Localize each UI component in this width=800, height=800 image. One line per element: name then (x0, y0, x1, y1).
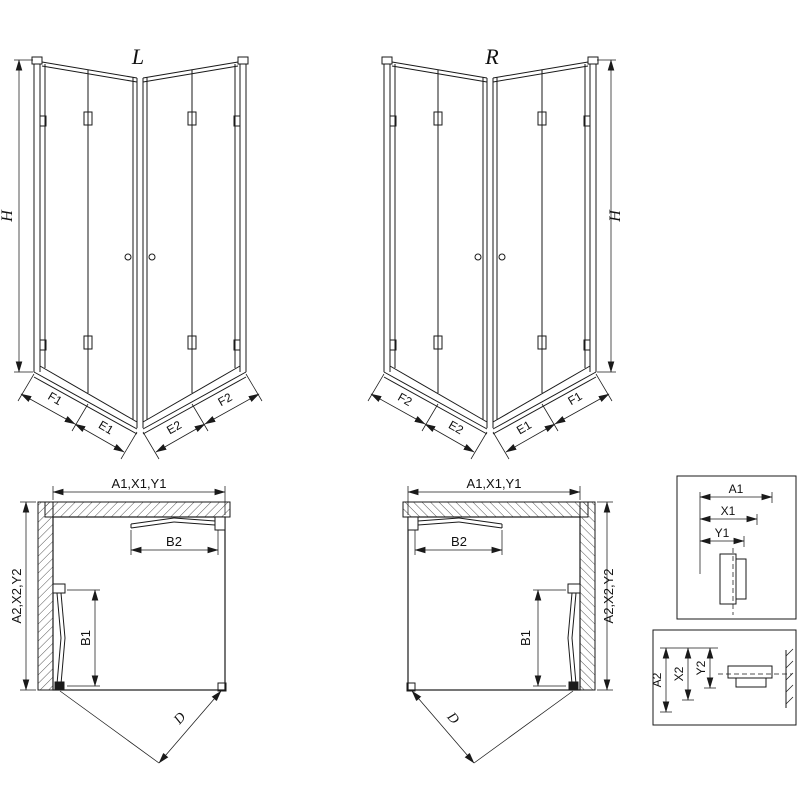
iso-l-height-label: H (0, 209, 16, 223)
plan-r-door-width-dim: B2 (451, 534, 467, 549)
detail-box-top: A1 X1 Y1 (676, 475, 797, 620)
detail-bottom-dim-a2: A2 (650, 672, 664, 687)
plan-r-depth-dim: A2,X2,Y2 (601, 569, 616, 624)
iso-r-dim-e2: E2 (446, 418, 466, 438)
detail-top-dim-a1: A1 (729, 482, 744, 496)
plan-l-door-width-dim: B2 (166, 534, 182, 549)
iso-l-dim-e2: E2 (164, 418, 184, 438)
plan-r-width-dim: A1,X1,Y1 (467, 476, 522, 491)
plan-r-diagonal-dim: D (443, 709, 462, 727)
plan-l-width-dim: A1,X1,Y1 (112, 476, 167, 491)
iso-view-r: R H F2 E2 E1 F1 (368, 44, 624, 459)
iso-l-dim-e1: E1 (96, 418, 116, 438)
detail-top-dim-x1: X1 (721, 504, 736, 518)
iso-r-height-label: H (607, 209, 624, 223)
plan-l-lineart (20, 486, 230, 763)
detail-bottom-dim-x2: X2 (672, 666, 686, 681)
iso-r-dim-e1: E1 (514, 418, 534, 438)
plan-view-r: A1,X1,Y1 A2,X2,Y2 B2 B1 D (403, 476, 616, 763)
iso-r-title: R (484, 44, 499, 69)
iso-l-title: L (131, 44, 144, 69)
plan-l-door-depth-dim: B1 (78, 630, 93, 646)
iso-l-dim-f1: F1 (45, 389, 64, 408)
plan-l-depth-dim: A2,X2,Y2 (9, 569, 24, 624)
detail-bottom-dim-y2: Y2 (694, 660, 708, 675)
iso-r-dim-f2: F2 (395, 390, 414, 409)
detail-box-bottom: A2 X2 Y2 (650, 629, 797, 726)
iso-l-dim-f2: F2 (215, 390, 234, 409)
plan-view-l: A1,X1,Y1 A2,X2,Y2 B2 B1 D (9, 476, 230, 763)
iso-r-dim-f1: F1 (565, 389, 584, 408)
plan-l-diagonal-dim: D (171, 710, 190, 728)
plan-r-lineart (403, 486, 613, 763)
iso-view-l: L H F1 E1 E2 F2 (0, 44, 262, 459)
plan-r-door-depth-dim: B1 (518, 630, 533, 646)
detail-top-dim-y1: Y1 (715, 526, 730, 540)
